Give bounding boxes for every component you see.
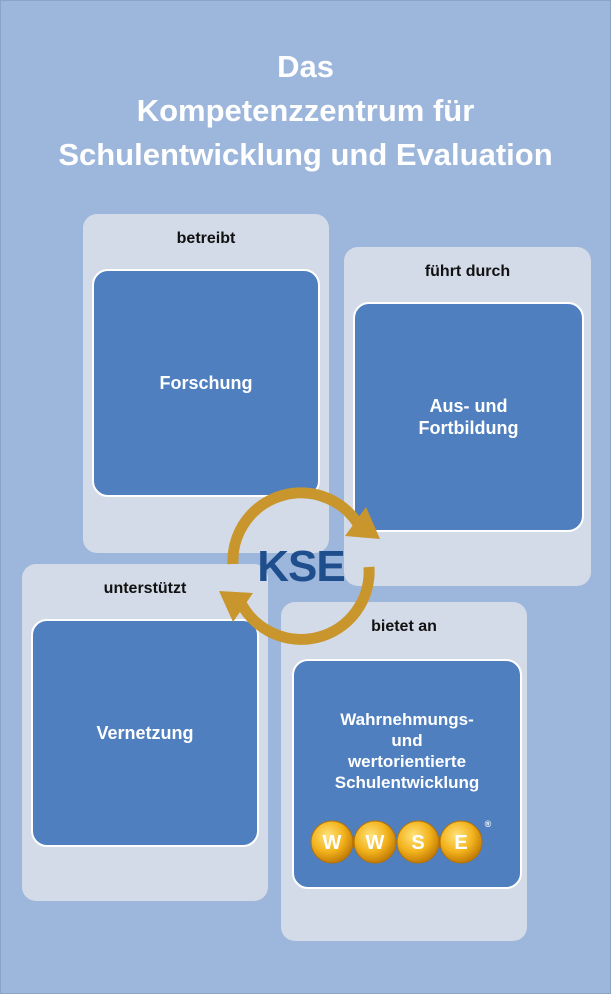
wwse-coin-2 <box>353 820 397 864</box>
card-wwse-label: bietet an <box>371 618 437 635</box>
card-vernetzung: unterstützt Vernetzung <box>22 564 268 901</box>
wwse-coin-3 <box>396 820 440 864</box>
wwse-letter-2: W <box>366 832 385 854</box>
wwse-coins-svg: W W S E ® <box>310 819 492 864</box>
page-title: Das Kompetenzzentrum für Schulentwicklun… <box>1 45 610 177</box>
cycle-arrows-icon <box>219 487 380 645</box>
wwse-box: Wahrnehmungs- und wertorientierte Schule… <box>292 659 522 889</box>
wwse-letter-3: S <box>411 832 424 854</box>
card-vernetzung-label: unterstützt <box>103 580 187 597</box>
title-line-3: Schulentwicklung und Evaluation <box>58 137 553 172</box>
card-forschung-label: betreibt <box>176 230 236 247</box>
title-line-1: Das <box>277 49 334 84</box>
card-fortbildung-label: führt durch <box>424 263 511 280</box>
wwse-text: Wahrnehmungs- und wertorientierte Schule… <box>334 710 480 792</box>
wwse-letter-4: E <box>454 832 467 854</box>
wwse-logo: W W S E ® <box>310 818 496 866</box>
wwse-coin-1 <box>310 820 354 864</box>
title-line-2: Kompetenzzentrum für <box>136 93 475 128</box>
vernetzung-box: Vernetzung <box>31 619 259 847</box>
vernetzung-text: Vernetzung <box>96 723 194 743</box>
wwse-registered-mark: ® <box>485 819 492 829</box>
kse-text: KSE <box>257 542 344 591</box>
card-fortbildung: führt durch Aus- und Fortbildung <box>344 247 591 586</box>
forschung-box: Forschung <box>92 269 320 497</box>
wwse-letter-1: W <box>323 832 342 854</box>
fortbildung-box: Aus- und Fortbildung <box>353 302 584 532</box>
fortbildung-text: Aus- und Fortbildung <box>418 396 519 438</box>
forschung-text: Forschung <box>159 373 253 393</box>
wwse-coin-4 <box>439 820 483 864</box>
card-wwse: bietet an Wahrnehmungs- und wertorientie… <box>281 602 527 941</box>
